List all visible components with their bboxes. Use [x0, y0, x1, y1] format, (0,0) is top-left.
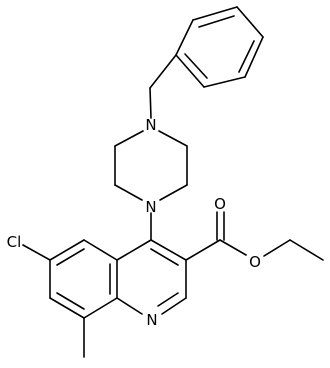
atom-chloro: Cl	[7, 233, 22, 251]
atom-n-piperazine-top: N	[145, 116, 156, 134]
benzyl-ch2-bonds	[149, 54, 177, 119]
ester-group	[185, 211, 324, 261]
piperazine-ring	[114, 130, 188, 201]
quinoline-benzo-ring	[49, 239, 118, 319]
c-cl-bond	[22, 244, 51, 261]
quinoline-pyridine-ring	[116, 239, 187, 315]
benzene-ring	[175, 6, 264, 88]
atom-o-ester: O	[249, 253, 261, 271]
atom-o-carbonyl: O	[214, 195, 226, 213]
atom-n-piperazine-bottom: N	[145, 198, 156, 216]
atom-n-quinoline: N	[146, 311, 157, 329]
